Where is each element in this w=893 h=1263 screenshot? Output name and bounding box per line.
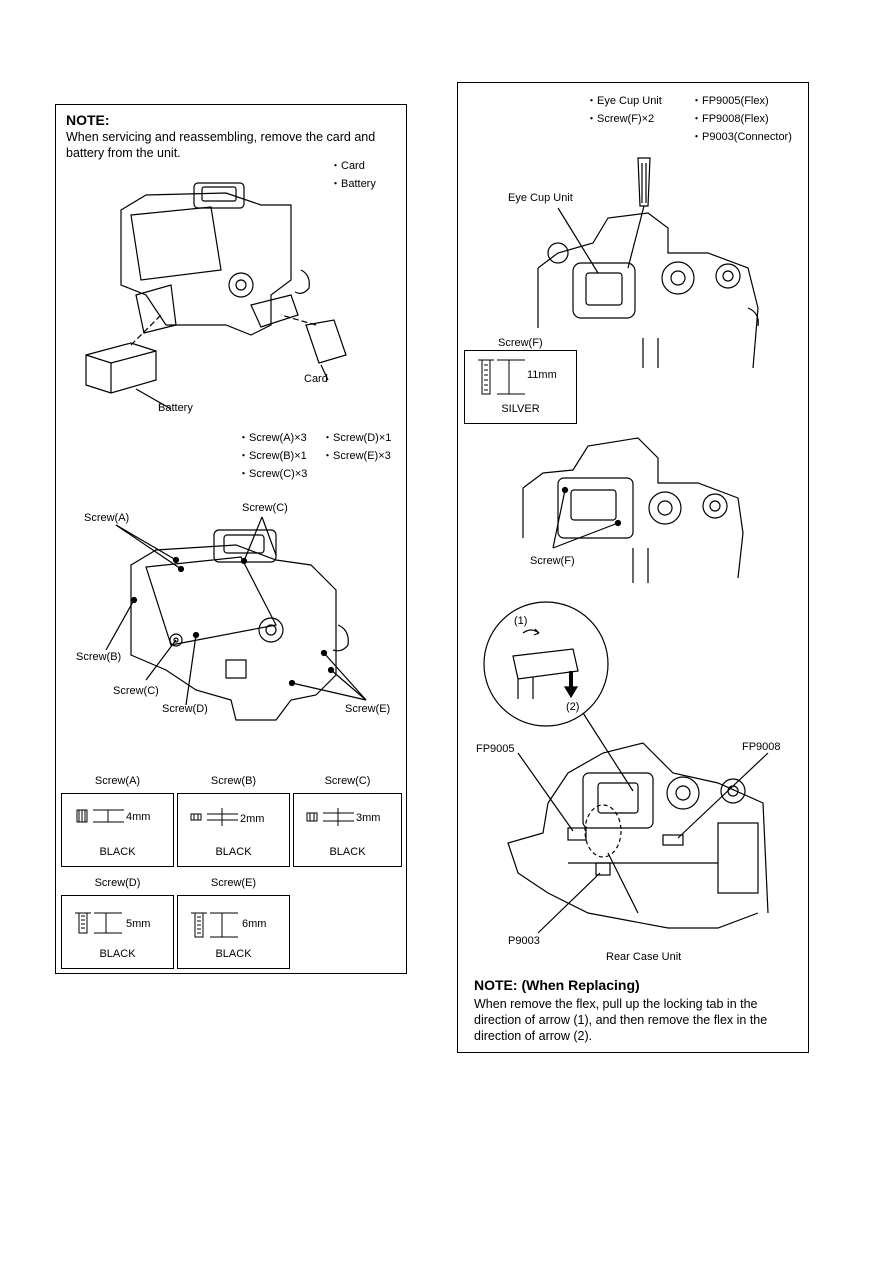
card-battery-removal-drawing: [85, 182, 347, 410]
card-label: Card: [304, 373, 328, 385]
fp9008-label: FP9008: [742, 741, 781, 753]
screw-d-label: Screw(D): [162, 703, 208, 715]
screw-e-spec-title: Screw(E): [210, 877, 257, 889]
screw-d-spec-title: Screw(D): [94, 877, 141, 889]
screw-b-spec-box: 2mm BLACK: [177, 793, 290, 867]
flex-lock-detail-drawing: [483, 601, 634, 792]
screw-f-location-drawing: [522, 437, 744, 583]
parts-item: ・P9003(Connector): [691, 131, 792, 143]
screw-d-length: 5mm: [126, 918, 151, 930]
parts-item: ・FP9005(Flex): [691, 95, 769, 107]
left-instruction-panel: NOTE: When servicing and reassembling, r…: [55, 104, 407, 974]
replacing-note-text: When remove the flex, pull up the lockin…: [474, 997, 768, 1043]
p9003-label: P9003: [508, 935, 540, 947]
removal-item: ・Battery: [330, 178, 376, 190]
screw-f-icon: [478, 359, 525, 395]
screw-f-color: SILVER: [501, 403, 540, 415]
screw-e-color: BLACK: [215, 948, 252, 960]
fp9005-label: FP9005: [476, 743, 515, 755]
screw-count-item: ・Screw(A)×3: [238, 432, 307, 444]
parts-item: ・Screw(F)×2: [586, 113, 655, 125]
screw-count-item: ・Screw(C)×3: [238, 468, 308, 480]
screw-b-spec-title: Screw(B): [210, 775, 257, 787]
screw-count-list-left: ・Screw(A)×3 ・Screw(B)×1 ・Screw(C)×3: [238, 429, 307, 483]
screw-e-icon: [191, 912, 238, 938]
eye-cup-removal-drawing: [537, 157, 759, 369]
screw-count-item: ・Screw(B)×1: [238, 450, 307, 462]
screw-c-spec-title: Screw(C): [324, 775, 371, 787]
screw-a-label: Screw(A): [84, 512, 130, 524]
rear-case-unit-label: Rear Case Unit: [606, 951, 682, 963]
screw-b-color: BLACK: [215, 846, 252, 858]
screw-count-item: ・Screw(E)×3: [322, 450, 391, 462]
screw-c-top-label: Screw(C): [242, 502, 288, 514]
note-title: NOTE:: [66, 112, 110, 128]
screw-d-spec-box: 5mm BLACK: [61, 895, 174, 969]
parts-list-left: ・Eye Cup Unit ・Screw(F)×2: [586, 92, 662, 128]
screw-c-spec-box: 3mm BLACK: [293, 793, 402, 867]
screw-b-icon: [190, 808, 238, 826]
screw-b-label: Screw(B): [76, 651, 122, 663]
rear-case-screw-drawing: [105, 516, 367, 721]
parts-list-right: ・FP9005(Flex) ・FP9008(Flex) ・P9003(Conne…: [691, 92, 792, 146]
removal-list: ・Card ・Battery: [330, 157, 376, 193]
screw-c-bottom-label: Screw(C): [113, 685, 159, 697]
screw-a-spec-box: 4mm BLACK: [61, 793, 174, 867]
screw-c-length: 3mm: [356, 812, 381, 824]
screw-a-length: 4mm: [126, 811, 151, 823]
screw-e-spec-box: 6mm BLACK: [177, 895, 290, 969]
battery-label: Battery: [158, 402, 193, 414]
screw-c-color: BLACK: [329, 846, 366, 858]
removal-item: ・Card: [330, 160, 365, 172]
screw-f-spec-box: 11mm SILVER: [464, 350, 577, 424]
arrow-2-label: (2): [566, 701, 580, 713]
screw-f-spec-title: Screw(F): [498, 337, 543, 349]
screw-f-location-label: Screw(F): [530, 555, 575, 567]
parts-item: ・FP9008(Flex): [691, 113, 769, 125]
screw-count-list-right: ・Screw(D)×1 ・Screw(E)×3: [322, 429, 391, 465]
screw-e-label: Screw(E): [345, 703, 391, 715]
replacing-note-title: NOTE: (When Replacing): [474, 977, 640, 993]
flex-connector-drawing: [507, 742, 769, 934]
screw-d-icon: [75, 912, 122, 934]
screw-a-color: BLACK: [99, 846, 136, 858]
screw-b-length: 2mm: [240, 813, 265, 825]
screw-c-icon: [306, 808, 354, 826]
note-text: When servicing and reassembling, remove …: [66, 130, 376, 160]
arrow-1-label: (1): [514, 615, 528, 627]
screw-d-color: BLACK: [99, 948, 136, 960]
screw-count-item: ・Screw(D)×1: [322, 432, 392, 444]
screw-a-icon: [76, 809, 124, 823]
parts-item: ・Eye Cup Unit: [586, 95, 662, 107]
screw-e-length: 6mm: [242, 918, 267, 930]
right-instruction-panel: ・Eye Cup Unit ・Screw(F)×2 ・FP9005(Flex) …: [457, 82, 809, 1053]
screw-a-spec-title: Screw(A): [94, 775, 141, 787]
eye-cup-unit-label: Eye Cup Unit: [508, 192, 573, 204]
screw-f-length: 11mm: [527, 369, 557, 381]
